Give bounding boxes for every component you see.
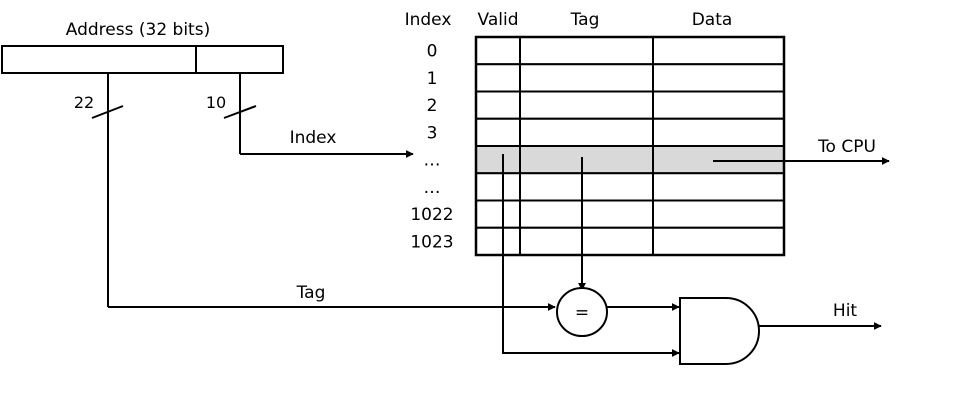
valid-cell (475, 90, 521, 120)
tag-cell (519, 63, 654, 93)
to-cpu-label: To CPU (817, 137, 876, 157)
comparator (556, 287, 608, 337)
hit-label: Hit (833, 301, 858, 321)
and-gate (679, 297, 760, 365)
row-index-label: 3 (427, 123, 438, 143)
data-cell (652, 117, 785, 147)
row-index-label: … (424, 151, 441, 171)
data-cell (652, 226, 785, 256)
valid-cell (475, 226, 521, 256)
header-valid: Valid (478, 10, 519, 30)
index-bits-slash (223, 105, 257, 119)
tag-label: Tag (296, 283, 326, 303)
tag-cell (519, 90, 654, 120)
tag-bits-width: 22 (74, 93, 94, 112)
valid-cell (475, 172, 521, 202)
valid-cell (475, 145, 521, 175)
valid-bit-wire (502, 154, 680, 357)
index-label: Index (290, 128, 337, 148)
data-cell (652, 90, 785, 120)
data-cell (652, 145, 785, 175)
valid-cell (475, 117, 521, 147)
header-tag: Tag (570, 10, 600, 30)
data-cell (652, 63, 785, 93)
header-data: Data (692, 10, 733, 30)
tag-cell (519, 145, 654, 175)
cache-table-border (474, 35, 786, 257)
address-title: Address (32 bits) (66, 20, 210, 40)
row-index-label: 1 (427, 69, 438, 89)
data-cell (652, 36, 785, 66)
tag-cell (519, 226, 654, 256)
row-index-label: 2 (427, 96, 438, 116)
row-index-label: 0 (427, 42, 438, 62)
tag-cell (519, 117, 654, 147)
address-register (1, 45, 284, 74)
header-index: Index (405, 10, 452, 30)
cache-table: 0 1 2 3 … … 1022 1023 (410, 35, 786, 257)
data-cell (652, 172, 785, 202)
tag-cell (519, 172, 654, 202)
tag-cell (519, 199, 654, 229)
data-cell (652, 199, 785, 229)
valid-cell (475, 63, 521, 93)
row-index-label: … (424, 178, 441, 198)
valid-cell (475, 36, 521, 66)
row-index-label: 1022 (410, 205, 453, 225)
comparator-symbol: = (575, 303, 589, 323)
index-bits-width: 10 (206, 93, 226, 112)
valid-cell (475, 199, 521, 229)
row-index-label: 1023 (410, 232, 453, 252)
tag-bits-slash (91, 105, 124, 119)
tag-cell (519, 36, 654, 66)
